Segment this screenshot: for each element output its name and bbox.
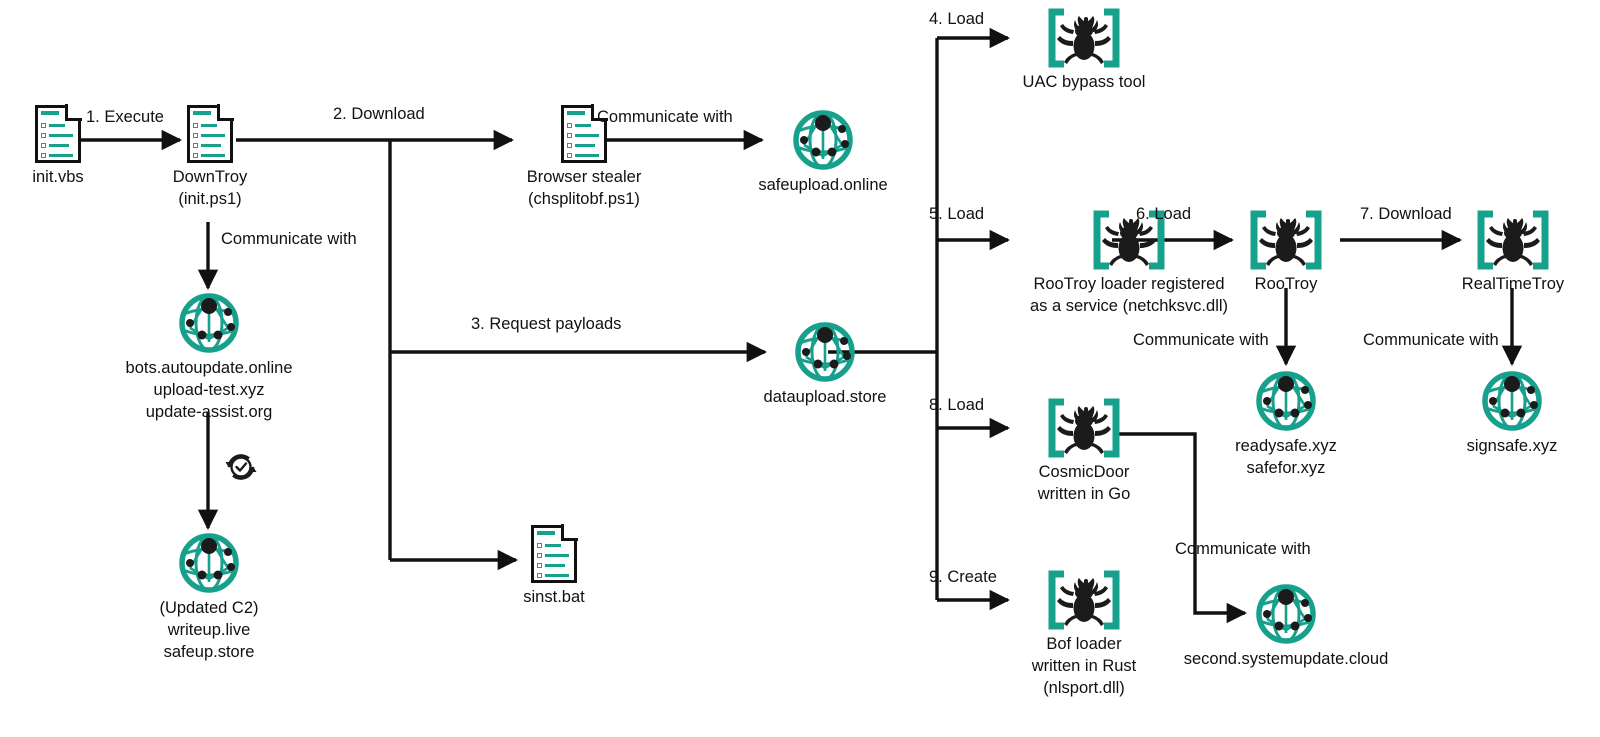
edge-label-load-8: 8. Load <box>929 396 985 414</box>
edge-label-download: 2. Download <box>333 105 425 123</box>
node-downtroy[interactable]: DownTroy (init.ps1) <box>164 101 256 211</box>
node-updated-c2[interactable]: (Updated C2) writeup.live safeup.store <box>146 532 272 663</box>
node-label: sinst.bat <box>523 588 585 606</box>
edge-label-communicate-downtroy: Communicate with <box>221 230 357 248</box>
node-label: Bof loader written in Rust (nlsport.dll) <box>1031 635 1137 697</box>
edge-label-request-payloads: 3. Request payloads <box>471 315 622 333</box>
node-label: bots.autoupdate.online upload-test.xyz u… <box>125 359 293 421</box>
globe-icon <box>1481 370 1543 432</box>
node-label: safeupload.online <box>758 176 888 194</box>
node-label: init.vbs <box>32 168 84 186</box>
node-readysafe[interactable]: readysafe.xyz safefor.xyz <box>1224 370 1348 480</box>
node-realtimetroy[interactable]: RealTimeTroy <box>1456 210 1570 296</box>
node-dataupload-store[interactable]: dataupload.store <box>762 321 888 409</box>
node-bots-c2[interactable]: bots.autoupdate.online upload-test.xyz u… <box>126 292 293 423</box>
globe-icon <box>1255 370 1317 432</box>
bug-icon <box>1048 398 1120 458</box>
node-safeupload-online[interactable]: safeupload.online <box>758 109 888 197</box>
node-label: RooTroy loader registered as a service (… <box>1029 275 1229 315</box>
edge-label-download-7: 7. Download <box>1360 205 1452 223</box>
edge-label-execute: 1. Execute <box>86 108 164 126</box>
edge-label-communicate-rootroy: Communicate with <box>1133 331 1269 349</box>
node-label: (Updated C2) writeup.live safeup.store <box>159 599 259 661</box>
globe-icon <box>178 292 240 354</box>
edge-label-load-6: 6. Load <box>1136 205 1192 223</box>
document-icon <box>187 101 237 163</box>
node-label: signsafe.xyz <box>1466 437 1558 455</box>
globe-icon <box>1255 583 1317 645</box>
node-label: Browser stealer (chsplitobf.ps1) <box>526 168 642 208</box>
edge-label-load-5: 5. Load <box>929 205 985 223</box>
node-rootroy-loader[interactable]: RooTroy loader registered as a service (… <box>1014 210 1244 318</box>
edge-label-communicate-browser: Communicate with <box>597 108 733 126</box>
node-sinst-bat[interactable]: sinst.bat <box>508 521 600 609</box>
node-label: RooTroy <box>1254 275 1318 293</box>
node-uac-bypass-tool[interactable]: UAC bypass tool <box>1014 8 1154 94</box>
document-icon <box>561 101 611 163</box>
edge-label-communicate-cosmicdoor: Communicate with <box>1175 540 1311 558</box>
refresh-check-icon <box>224 454 258 480</box>
edge-label-load-4: 4. Load <box>929 10 985 28</box>
node-bof-loader[interactable]: Bof loader written in Rust (nlsport.dll) <box>1014 570 1154 699</box>
node-init-vbs[interactable]: init.vbs <box>12 101 104 189</box>
node-label: readysafe.xyz safefor.xyz <box>1235 437 1337 477</box>
globe-icon <box>178 532 240 594</box>
bug-icon <box>1477 210 1549 270</box>
node-second-systemupdate-cloud[interactable]: second.systemupdate.cloud <box>1183 583 1389 671</box>
node-browser-stealer[interactable]: Browser stealer (chsplitobf.ps1) <box>504 101 664 211</box>
document-icon <box>531 521 581 583</box>
edge-label-communicate-realtimetroy: Communicate with <box>1363 331 1499 349</box>
node-label: dataupload.store <box>763 388 887 406</box>
node-signsafe[interactable]: signsafe.xyz <box>1450 370 1574 458</box>
globe-icon <box>792 109 854 171</box>
node-label: second.systemupdate.cloud <box>1183 650 1389 668</box>
globe-icon <box>794 321 856 383</box>
bug-icon <box>1048 8 1120 68</box>
node-label: UAC bypass tool <box>1022 73 1146 91</box>
bug-icon <box>1250 210 1322 270</box>
node-rootroy[interactable]: RooTroy <box>1238 210 1334 296</box>
node-cosmicdoor[interactable]: CosmicDoor written in Go <box>1014 398 1154 506</box>
node-label: RealTimeTroy <box>1461 275 1565 293</box>
edge-label-create-9: 9. Create <box>929 568 997 586</box>
node-label: CosmicDoor written in Go <box>1037 463 1131 503</box>
bug-icon <box>1048 570 1120 630</box>
document-icon <box>35 101 85 163</box>
node-label: DownTroy (init.ps1) <box>172 168 248 208</box>
